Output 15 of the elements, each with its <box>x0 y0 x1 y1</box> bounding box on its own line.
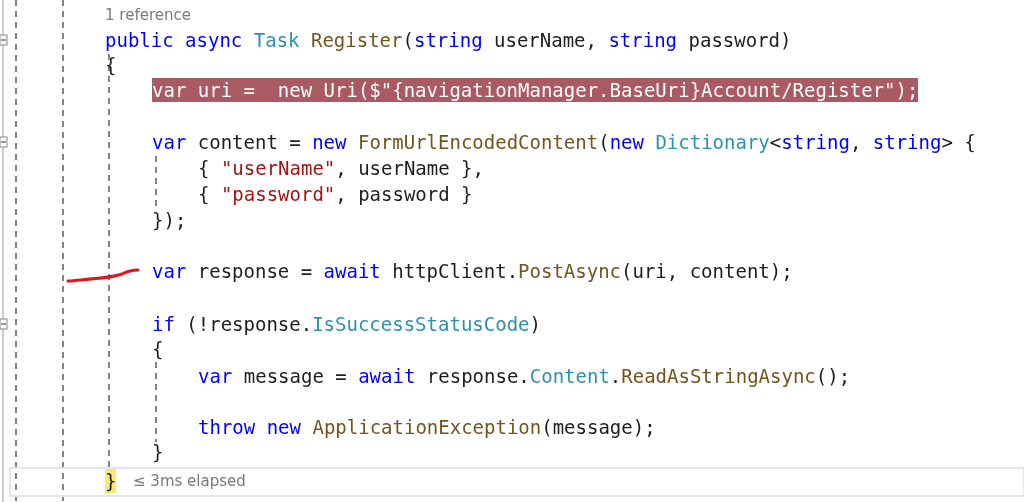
matched-brace: } <box>105 469 117 493</box>
code-line: }); <box>152 208 187 232</box>
code-line: { <box>105 53 117 77</box>
annotation-text: ≤ 3ms elapsed <box>133 471 246 491</box>
code-line: { "password", password } <box>198 182 473 206</box>
annotation-text: 1 reference <box>105 5 191 25</box>
code-line: var content = new FormUrlEncodedContent(new Dictionary<string, string> { <box>152 130 976 154</box>
code-line: throw new ApplicationException(message); <box>198 415 656 439</box>
code-line: { <box>152 337 164 361</box>
code-line: { "userName", userName }, <box>198 156 484 180</box>
code-line: var response = await httpClient.PostAsync(uri, content); <box>152 259 793 283</box>
code-line: public async Task Register(string userName, string password) <box>105 28 792 52</box>
code-line: } <box>152 440 164 464</box>
code-line: if (!response.IsSuccessStatusCode) <box>152 312 541 336</box>
code-line: var message = await response.Content.ReadAsStringAsync(); <box>198 364 851 388</box>
